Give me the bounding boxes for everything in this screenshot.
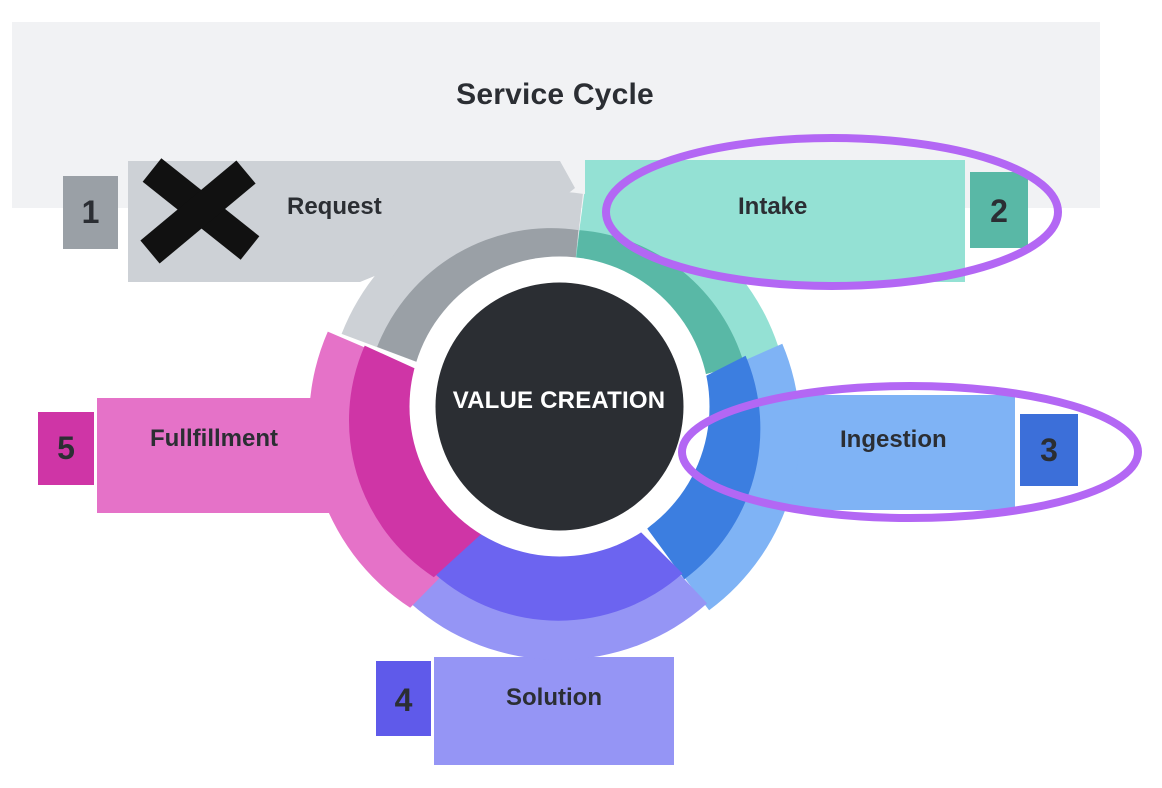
- stage-label-fulfillment: Fullfillment: [150, 425, 278, 452]
- intake-highlight-outline: [602, 134, 1062, 290]
- stage-number-ingestion: 3: [1040, 432, 1058, 468]
- request-badge: [63, 176, 118, 249]
- solution-badge: [376, 661, 431, 736]
- fulfillment-badge: [38, 412, 94, 485]
- solution-arc-inner: [434, 521, 683, 621]
- stage-label-solution: Solution: [506, 684, 602, 711]
- solution-panel: [434, 657, 674, 765]
- stage-label-request: Request: [287, 193, 382, 220]
- diagram-title: Service Cycle: [456, 78, 654, 111]
- stage-number-intake: 2: [990, 193, 1008, 229]
- strike-mark-icon: [140, 158, 260, 264]
- stage-number-fulfillment: 5: [57, 430, 75, 466]
- intake-badge: [970, 172, 1028, 248]
- center-label: VALUE CREATION: [452, 387, 666, 414]
- ingestion-highlight-outline: [678, 382, 1142, 522]
- stage-label-ingestion: Ingestion: [840, 426, 947, 453]
- stage-label-intake: Intake: [738, 193, 808, 220]
- stage-number-request: 1: [81, 194, 100, 230]
- ingestion-badge: [1020, 414, 1078, 486]
- value-creation-circle: [435, 282, 684, 531]
- stage-number-solution: 4: [394, 682, 413, 718]
